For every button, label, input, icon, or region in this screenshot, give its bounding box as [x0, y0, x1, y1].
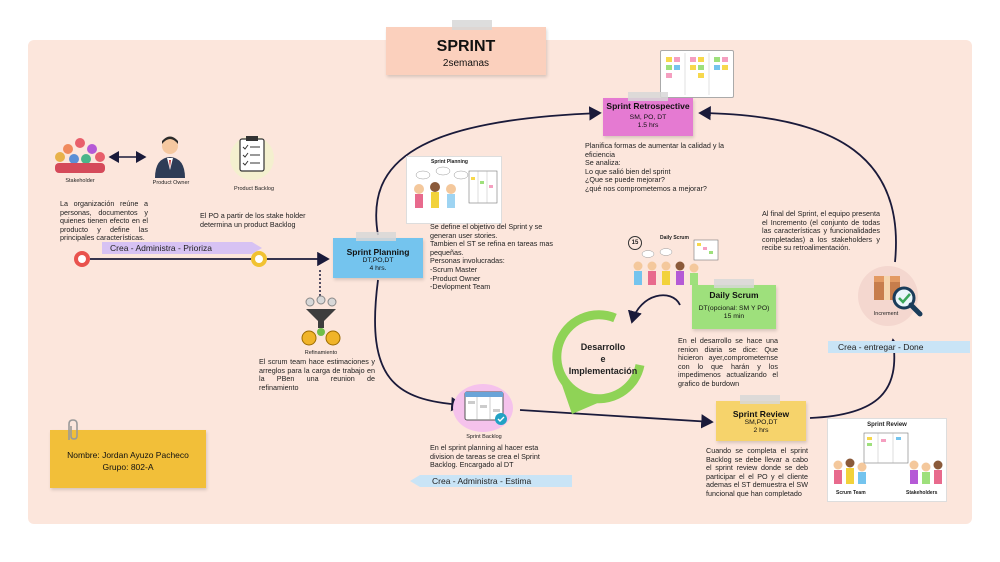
daily-scrum-description: En el desarrollo se hace una renion diar…	[678, 336, 778, 388]
product-owner-label: Product Owner	[152, 180, 190, 186]
sprint-review-roles: SM,PO,DT	[744, 419, 778, 426]
sprint-backlog-icon	[453, 384, 513, 432]
daily-scrum-duration: 15 min	[723, 313, 745, 320]
product-backlog-icon	[230, 136, 274, 180]
product-owner-icon	[155, 136, 185, 178]
increment-icon	[858, 266, 923, 326]
sprint-planning-picture-title: Sprint Planning	[431, 159, 468, 165]
sprint-retrospective-title: Sprint Retrospective	[606, 101, 690, 111]
sprint-planning-note: Sprint Planning DT,PO,DT 4 hrs.	[333, 238, 423, 278]
sprint-review-note: Sprint Review SM,PO,DT 2 hrs	[716, 401, 806, 441]
connector-planning-backlog	[374, 279, 464, 412]
retro-board-picture	[660, 50, 734, 98]
sprint-review-picture: Sprint Review Scrum Team Stakeholders	[827, 418, 947, 502]
page-subtitle: 2semanas	[442, 58, 490, 69]
connector-review-increment	[809, 338, 902, 419]
title-note: SPRINT 2semanas	[386, 27, 546, 75]
sprint-retrospective-roles: SM, PO, DT	[629, 114, 667, 121]
daily-scrum-note: Daily Scrum DT(opcional: SM Y PO) 15 min	[692, 285, 776, 329]
team-illustration	[414, 166, 498, 208]
band-right: Crea - entregar - Done	[828, 341, 970, 353]
daily-scrum-roles: DT(opcional: SM Y PO)	[698, 305, 770, 312]
daily-scrum-picture: Daily Scrum 15	[626, 234, 722, 296]
page-title: SPRINT	[436, 38, 496, 55]
tape	[628, 92, 668, 101]
connector-daily-loop	[627, 294, 681, 324]
pb-node	[251, 251, 267, 267]
sprint-backlog-description: En el sprint planning al hacer esta divi…	[430, 443, 540, 470]
sprint-review-duration: 2 hrs	[753, 427, 769, 434]
connector-backlog-review	[519, 409, 714, 429]
tape	[740, 395, 780, 404]
author-name: Nombre: Jordan Ayuzo Pacheco	[67, 450, 189, 460]
refinamiento-description: El scrum team hace estimaciones y arregl…	[259, 357, 375, 392]
author-note: Nombre: Jordan Ayuzo Pacheco Grupo: 802-…	[50, 430, 206, 488]
increment-label: Increment	[873, 311, 899, 317]
band-left-tip	[252, 242, 262, 254]
review-stakeholders-label: Stakeholders	[906, 490, 938, 496]
paperclip-icon	[68, 419, 78, 440]
connector-planning-retro	[375, 106, 602, 236]
sprint-retrospective-duration: 1.5 hrs	[637, 122, 659, 129]
band-bottom: Crea - Administra - Estima	[420, 475, 572, 487]
daily-team-illustration	[633, 239, 719, 285]
stakeholder-label: Stakeholder	[65, 178, 95, 184]
cycle-arrow-head	[562, 385, 600, 414]
refinamiento-label: Refinamiento	[304, 350, 338, 356]
connector-increment-retro	[698, 105, 897, 263]
development-cycle-label: Desarrollo e Implementación	[568, 342, 638, 376]
retrospective-description: Planifica formas de aumentar la calidad …	[585, 141, 725, 193]
tape	[452, 20, 492, 30]
cycle-arrow	[552, 310, 645, 404]
timer-badge: 15	[628, 236, 642, 250]
daily-scrum-picture-title: Daily Scrum	[660, 235, 689, 241]
sprint-retrospective-note: Sprint Retrospective SM, PO, DT 1.5 hrs	[603, 98, 693, 136]
daily-scrum-title: Daily Scrum	[709, 290, 759, 300]
sprint-planning-title: Sprint Planning	[346, 247, 410, 257]
sprint-review-description: Cuando se completa el sprint Backlog se …	[706, 446, 808, 498]
author-group: Grupo: 802-A	[102, 462, 154, 472]
po-description: El PO a partir de los stake holder deter…	[200, 211, 306, 229]
band-right-tip	[959, 341, 969, 353]
product-backlog-label: Product Backlog	[233, 186, 275, 192]
review-scrum-team-label: Scrum Team	[836, 490, 866, 496]
sprint-planning-roles: DT,PO,DT	[362, 257, 394, 264]
sprint-backlog-label: Sprint Backlog	[466, 434, 502, 440]
start-node	[74, 251, 90, 267]
review-team-illustration	[833, 432, 943, 484]
tape	[356, 232, 396, 241]
stakeholder-group-icon	[55, 138, 105, 173]
refinamiento-icon	[301, 295, 341, 346]
band-left: Crea - Administra - Prioriza	[102, 242, 252, 254]
sprint-review-title: Sprint Review	[732, 409, 790, 419]
tape	[714, 279, 754, 288]
sprint-planning-duration: 4 hrs.	[369, 265, 387, 272]
band-bottom-tip	[410, 475, 420, 487]
kanban-board-illustration	[666, 53, 728, 95]
sprint-review-picture-title: Sprint Review	[867, 422, 907, 428]
sprint-planning-picture: Sprint Planning	[406, 156, 502, 224]
planning-description: Se define el objetivo del Sprint y se ge…	[430, 222, 553, 292]
increment-description: Al final del Sprint, el equipo presenta …	[762, 209, 880, 253]
stakeholders-description: La organización reúne a personas, docume…	[60, 199, 148, 243]
